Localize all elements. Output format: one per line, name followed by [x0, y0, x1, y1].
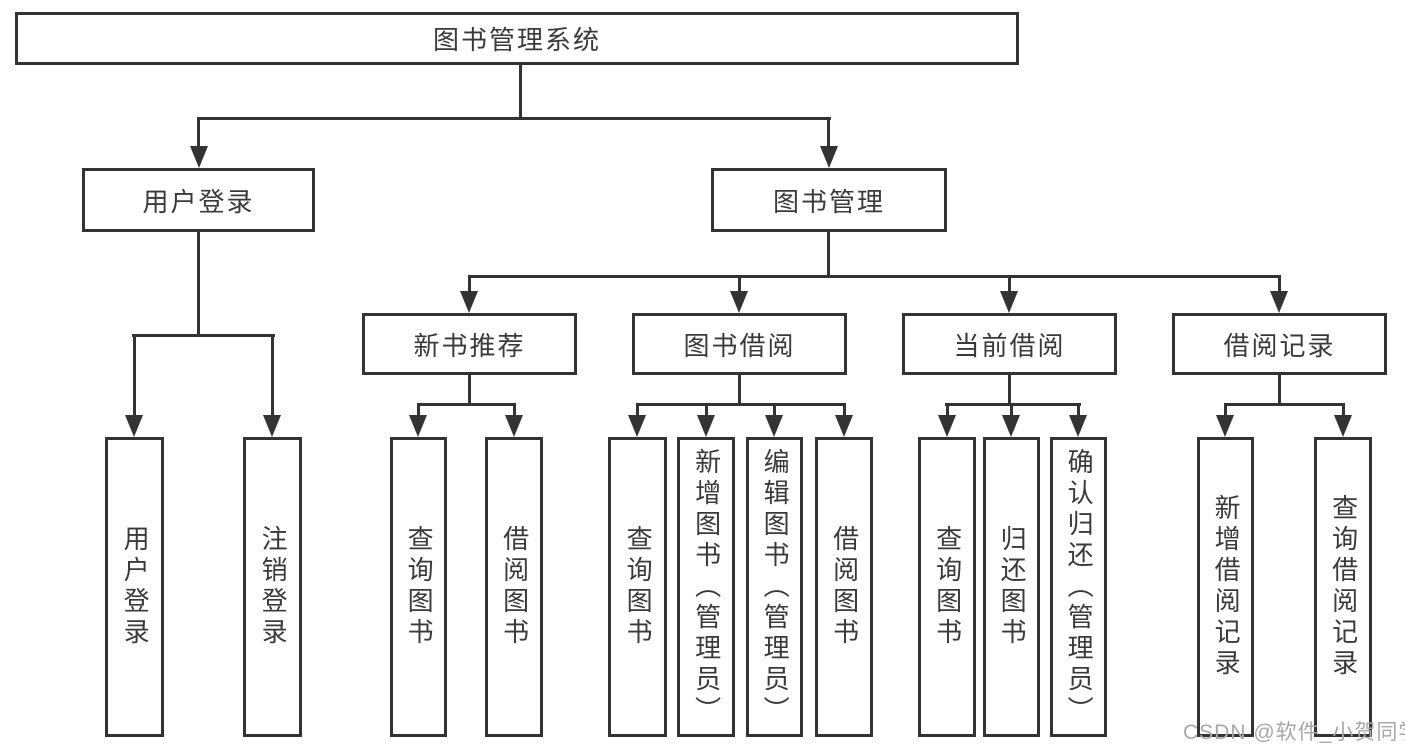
leaf-query-books-recommendation: 查询图书: [390, 437, 447, 737]
leaf-label: 新增借阅记录: [1211, 494, 1242, 680]
node-user-login: 用户登录: [82, 168, 315, 232]
connector-segment: [1278, 375, 1281, 406]
leaf-label: 归还图书: [997, 525, 1028, 649]
arrowhead-icon: [730, 291, 748, 313]
connector-segment: [197, 232, 200, 336]
arrowhead-icon: [263, 415, 281, 437]
connector-segment: [636, 403, 846, 406]
leaf-label: 查询图书: [932, 525, 963, 649]
node-borrowing-records: 借阅记录: [1172, 313, 1387, 375]
leaf-borrow-books-recommendation: 借阅图书: [485, 437, 543, 737]
connector-segment: [519, 65, 522, 118]
leaf-label: 借阅图书: [499, 525, 530, 649]
connector-segment: [132, 334, 275, 337]
arrowhead-icon: [1334, 415, 1352, 437]
leaf-label: 编辑图书（管理员）: [760, 447, 791, 727]
connector-segment: [705, 403, 708, 417]
leaf-query-books-borrowing: 查询图书: [608, 437, 667, 737]
leaf-label: 借阅图书: [829, 525, 860, 649]
connector-segment: [417, 403, 516, 406]
node-book-borrowing: 图书借阅: [632, 313, 847, 375]
leaf-label: 查询图书: [404, 525, 435, 649]
connector-segment: [1010, 403, 1013, 417]
connector-segment: [773, 403, 776, 417]
leaf-label: 确认归还（管理员）: [1064, 447, 1095, 727]
arrowhead-icon: [765, 415, 783, 437]
connector-segment: [197, 117, 200, 148]
arrowhead-icon: [835, 415, 853, 437]
node-new-book-recommendation: 新书推荐: [362, 313, 577, 375]
arrowhead-icon: [1216, 415, 1234, 437]
connector-segment: [468, 275, 471, 293]
leaf-logout-login: 注销登录: [243, 437, 302, 737]
node-book-management: 图书管理: [711, 168, 947, 232]
arrowhead-icon: [1270, 291, 1288, 313]
arrowhead-icon: [460, 291, 478, 313]
connector-segment: [271, 334, 274, 417]
arrowhead-icon: [505, 415, 523, 437]
leaf-label: 新增图书（管理员）: [691, 447, 722, 727]
connector-segment: [1224, 403, 1227, 417]
arrowhead-icon: [125, 415, 143, 437]
connector-segment: [946, 403, 949, 417]
connector-segment: [513, 403, 516, 417]
connector-segment: [1077, 403, 1080, 417]
leaf-label: 用户登录: [120, 525, 151, 649]
connector-segment: [843, 403, 846, 417]
arrowhead-icon: [938, 415, 956, 437]
connector-segment: [468, 275, 1281, 278]
leaf-label: 查询借阅记录: [1328, 494, 1359, 680]
connector-segment: [1224, 403, 1345, 406]
connector-segment: [827, 232, 830, 278]
node-library-management-system: 图书管理系统: [15, 12, 1019, 65]
arrowhead-icon: [1002, 415, 1020, 437]
arrowhead-icon: [1000, 291, 1018, 313]
connector-segment: [945, 403, 1081, 406]
connector-segment: [636, 403, 639, 417]
leaf-add-borrowing-record: 新增借阅记录: [1197, 437, 1254, 737]
connector-segment: [417, 403, 420, 417]
connector-segment: [738, 375, 741, 406]
connector-segment: [1008, 375, 1011, 406]
arrowhead-icon: [820, 146, 838, 168]
connector-segment: [827, 117, 830, 148]
leaf-label: 注销登录: [258, 525, 289, 649]
arrowhead-icon: [697, 415, 715, 437]
leaf-query-borrowing-record: 查询借阅记录: [1314, 437, 1372, 737]
watermark-text: CSDN @软件_小贺同学: [1183, 721, 1405, 744]
connector-segment: [1342, 403, 1345, 417]
node-current-borrowing: 当前借阅: [902, 313, 1117, 375]
leaf-borrow-books-borrowing: 借阅图书: [815, 437, 873, 737]
arrowhead-icon: [409, 415, 427, 437]
leaf-return-books: 归还图书: [983, 437, 1040, 737]
connector-segment: [133, 334, 136, 417]
connector-segment: [1008, 275, 1011, 293]
connector-segment: [468, 375, 471, 406]
leaf-query-books-current: 查询图书: [918, 437, 976, 737]
arrowhead-icon: [1069, 415, 1087, 437]
connector-segment: [738, 275, 741, 293]
leaf-edit-book-admin: 编辑图书（管理员）: [746, 437, 803, 737]
arrowhead-icon: [628, 415, 646, 437]
connector-segment: [1278, 275, 1281, 293]
leaf-confirm-return-admin: 确认归还（管理员）: [1050, 437, 1107, 737]
arrowhead-icon: [190, 146, 208, 168]
leaf-add-book-admin: 新增图书（管理员）: [677, 437, 735, 737]
leaf-user-login: 用户登录: [105, 437, 164, 737]
leaf-label: 查询图书: [623, 525, 654, 649]
connector-segment: [198, 117, 831, 120]
